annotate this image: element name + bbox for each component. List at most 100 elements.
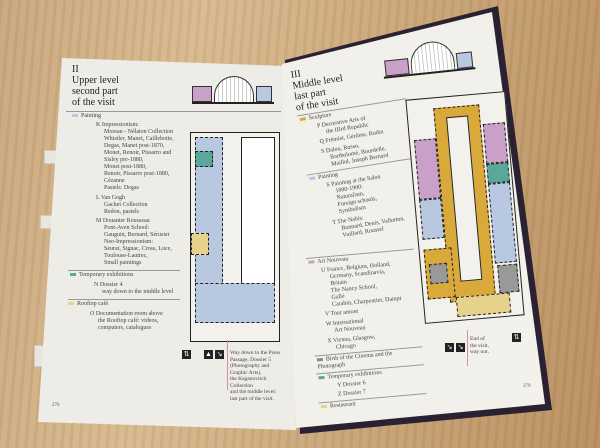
item-letter: V [324,311,330,318]
item-letter: K [96,122,101,128]
item-letter: Y [336,382,342,389]
divider [68,270,180,271]
item-line: Seurat, Signac, Cross, Luce, [104,246,172,252]
item-letter: L [96,195,100,201]
building-section-drawing [192,74,274,104]
right-heading: III Middle level last part of the visit [290,62,347,113]
left-heading: II Upper level second part of the visit [72,64,119,108]
item-line: Gachet Collection [104,202,148,208]
item-v: V Tour amont [325,309,359,319]
item-line: computers, catalogues [98,325,152,331]
right-caption: End of the visit, way out. [470,336,489,356]
item-line: Whistler, Manet, Caillebotte, [104,136,174,142]
caption-line-text: Graphic Arts), [230,369,262,376]
section-rooftop-cafe: Rooftop café [68,301,108,308]
item-line: Redon, pastels [104,209,139,215]
item-letter: M [96,218,102,224]
item-line: Cézanne [104,178,125,184]
legend-swatch [320,404,328,409]
section-temporary: Temporary exhibitions [70,272,133,279]
item-line: Neo-Impressionism: [104,239,153,245]
item-line: Toulouse-Lautrec, [104,253,148,259]
item-k: K Impressionism: Moreau - Nélaton Collec… [96,122,174,192]
item-letter: Q [319,138,325,146]
page-number: 276 [52,403,60,408]
page-number: 279 [523,384,531,389]
item-u: U France, Belgium, Holland,Germany, Scan… [321,261,402,310]
item-line: Moreau - Nélaton Collection [104,129,174,135]
item-m: M Douanier Rousseau Pont-Aven School: Ga… [96,218,172,267]
legend-swatch [68,302,74,306]
item-line: Tour amont [330,308,359,318]
heading-line: second part [72,86,118,97]
item-line: Pont-Aven School: [104,225,150,231]
item-line: Monet, Renoir, Pissarro and [104,150,172,156]
escalator-down-icon: ↘ [215,350,224,359]
item-line: Small paintings [104,260,142,266]
caption-line [467,330,468,366]
divider [68,299,180,300]
left-caption: Way down to the Press Passage, Dossier 5… [230,350,280,402]
caption-line-text: (Photography and [230,363,270,369]
item-letter: P [316,122,321,130]
item-line: Chicago [335,343,357,351]
section-title: Art Nouveau [317,256,349,266]
item-line: Dossier 6 [342,380,366,389]
divider [318,393,427,404]
section-painting: Painting [72,113,101,120]
heading-line: II [72,64,79,75]
floor-plan-middle-level [405,91,525,324]
item-letter: X [327,338,332,345]
item-line: way down to the middle level [102,289,174,295]
caption-line-text: Way down to the Press [230,350,281,356]
item-letter: T [332,219,337,227]
caption-line-text: End of [470,336,485,342]
right-text-column-lower: Art Nouveau U France, Belgium, Holland,G… [306,248,428,418]
section-title: Restaurant [329,401,356,410]
caption-line [227,340,228,390]
stairs-icon: ⇅ [512,333,521,342]
floor-plan-upper-level [190,132,280,342]
item-n: N Dossier 4 way down to the middle level [94,282,173,296]
legend-swatch [299,117,307,122]
item-line: Degas, Manet post-1870, [104,143,165,149]
item-line: Dossier 7 [342,389,367,398]
elevator-icon: ▲ [204,350,213,359]
divider [66,111,281,112]
item-line: Van Gogh [100,195,126,201]
item-letter: N [94,282,99,288]
escalator-down-icon: ↘ [456,343,465,352]
section-restaurant: Restaurant [320,401,356,411]
item-y: Y Dossier 6 [337,380,366,389]
heading-line: of the visit [72,97,115,108]
legend-swatch [318,375,325,380]
item-line: the Rooftop café: videos, [98,318,159,324]
item-line: Dossier 4 [99,282,123,288]
item-letter: S [326,182,331,189]
legend-swatch [70,273,76,277]
section-title: Painting [81,113,102,119]
item-line: Gauguin, Bernard, Sérusier [104,232,170,238]
escalator-icon: ↘ [445,343,454,352]
item-letter: W [325,321,332,328]
item-line: Monet post-1880, [104,164,147,170]
item-line: Documentation room above [95,311,163,317]
caption-line-text: way out. [470,349,489,355]
item-l: L Van Gogh Gachet Collection Redon, past… [96,195,148,216]
section-title: Temporary exhibitions [79,272,134,278]
item-line: Douanier Rousseau [102,218,150,224]
heading-line: Upper level [72,75,119,86]
item-letter: O [90,311,95,317]
legend-swatch [316,358,324,362]
caption-line-text: the visit, [470,342,489,349]
item-o: O Documentation room above the Rooftop c… [90,311,163,332]
stairs-icon: ⇅ [182,350,191,359]
legend-swatch [309,176,316,181]
item-letter: U [320,267,326,274]
item-line: Sisley pre-1880, [104,157,144,163]
caption-line-text: Passage, Dossier 5 [230,356,272,363]
item-line: Renoir, Pissarro post-1880, [104,171,170,177]
item-line: Impressionism: [101,122,139,128]
